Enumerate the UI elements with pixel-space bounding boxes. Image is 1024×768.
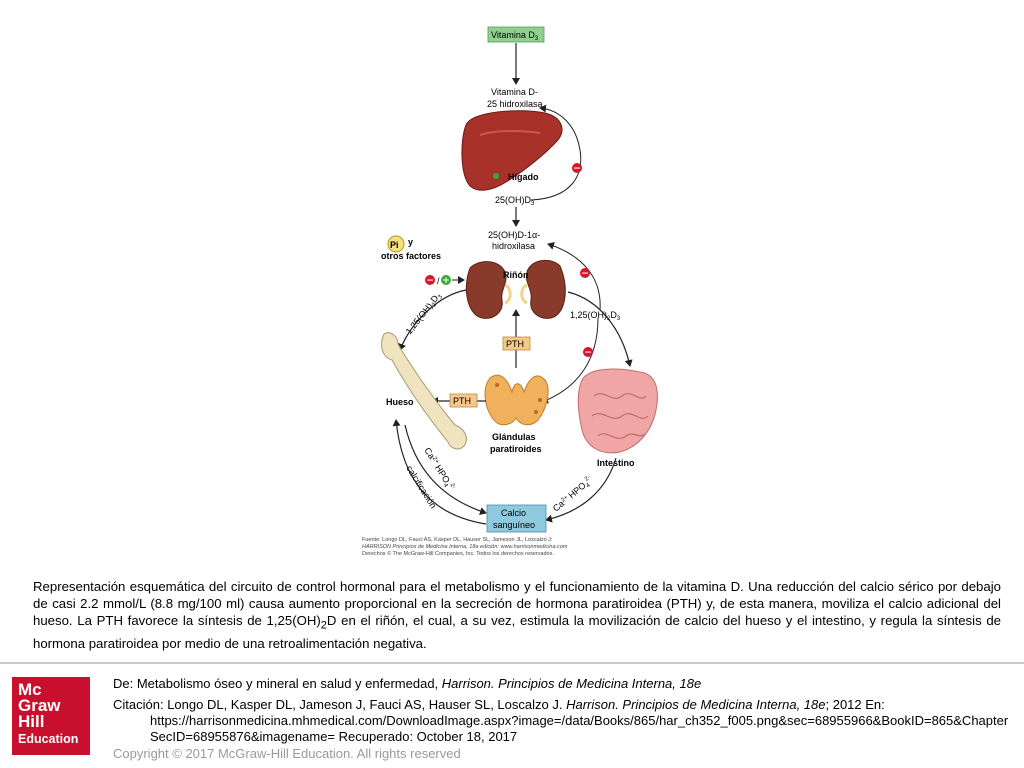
source-chapter: De: Metabolismo óseo y mineral en salud … <box>113 676 701 691</box>
citation-dot: . <box>558 697 567 712</box>
inhibit-sign-liver: − <box>572 163 582 174</box>
citation-suffix: ; 2012 En: <box>825 697 885 712</box>
hydroxylase1a-label-1: 25(OH)D-1α- <box>488 230 540 240</box>
arrow-intestine-to-calcium <box>545 457 617 523</box>
logo-line-3: Hill <box>18 712 45 731</box>
modulate-plus-symbol: + <box>442 276 450 286</box>
caption-subscript: 2 <box>320 619 327 632</box>
hydroxylase1a-label-2: hidroxilasa <box>492 241 535 251</box>
modulate-signs: − / + <box>425 275 451 286</box>
copyright-notice: Copyright © 2017 McGraw-Hill Education. … <box>113 746 461 761</box>
citation: Citación: Longo DL, Kasper DL, Jameson J… <box>113 697 1013 745</box>
bone-icon <box>381 332 467 450</box>
hpo-right-charge: 2- <box>584 475 592 483</box>
hpo-left-charge: 2- <box>449 482 457 490</box>
arrow-calcium-to-bone <box>392 419 487 525</box>
arrow-kidney-to-intestine <box>567 291 633 367</box>
modulate-slash: / <box>437 276 440 286</box>
intestine-label: Intestino <box>597 458 635 468</box>
blood-calcium-box: Calcio sanguíneo <box>486 504 547 533</box>
pth-upper-label: PTH <box>506 339 524 349</box>
svg-text:25(OH)D3: 25(OH)D3 <box>495 195 535 207</box>
dihydroxy-left-label: 1,25(OH) <box>404 301 435 336</box>
kidney-label: Riñón <box>503 270 529 280</box>
citation-prefix: Citación: Longo DL, Kasper DL, Jameson J… <box>113 697 559 712</box>
logo-line-1: Mc <box>18 680 42 699</box>
svg-text:Vitamina D3: Vitamina D3 <box>491 30 539 42</box>
figure-caption: Representación esquemática del circuito … <box>33 578 1001 652</box>
citation-book: Harrison. Principios de Medicina Interna… <box>566 697 826 712</box>
source-line-3: Derechos © The McGraw-Hill Companies, In… <box>362 550 554 557</box>
inhibit-sign-kidney: − <box>580 268 590 279</box>
caption-part-1: Representación esquemática del circuito … <box>33 579 1001 628</box>
liver-label: Hígado <box>508 172 539 182</box>
from-book: Harrison. Principios de Medicina Interna… <box>441 676 702 691</box>
intestine-icon <box>577 368 658 454</box>
parathyroid-icon <box>484 374 549 426</box>
vitamin-d3-subscript: 3 <box>535 36 539 42</box>
feedback-liver-loop <box>530 104 582 201</box>
citation-url[interactable]: https://harrisonmedicina.mhmedical.com/D… <box>150 713 1009 744</box>
pth-lower-label: PTH <box>453 396 471 406</box>
other-factors-label: otros factores <box>381 251 441 261</box>
inhibit-liver-symbol: − <box>573 164 581 174</box>
hpo-left-sub: 4 <box>442 483 449 490</box>
arrow-kidney-to-bone <box>398 289 467 351</box>
dihydroxy-left-sub3: 3 <box>437 294 444 301</box>
footer-divider <box>0 662 1024 664</box>
ca-left-charge: 2+ <box>431 456 440 465</box>
parathyroid-label-1: Glándulas <box>492 432 536 442</box>
liver-icon <box>461 110 563 191</box>
pi-badge: Pi <box>387 235 405 253</box>
dihydroxy-right-label: 1,25(OH) <box>570 310 607 320</box>
pi-label: Pi <box>390 240 399 250</box>
feedback-parathyroid-loop <box>541 317 599 404</box>
source-line-2: HARRISON Principios de Medicina Interna,… <box>362 544 568 550</box>
oh-d3-subscript: 3 <box>531 201 535 207</box>
arrow-bone-to-calcium <box>404 424 487 515</box>
dihydroxy-right-sub2: 2 <box>607 316 611 322</box>
dihydroxy-right-d: D <box>610 310 617 320</box>
modulate-minus-symbol: − <box>426 276 434 286</box>
vitamin-d3-box: Vitamina D3 <box>487 26 545 43</box>
svg-text:Ca2+HPO42-: Ca2+HPO42- <box>551 475 596 515</box>
svg-text:1,25(OH)2D3: 1,25(OH)2D3 <box>570 310 621 322</box>
calcification-label: calcificación <box>404 464 438 510</box>
hpo-right-label: HPO <box>566 480 587 500</box>
hydroxylase25-label-2: 25 hidroxilasa <box>487 99 543 109</box>
pi-y-label: y <box>408 237 413 247</box>
inhibit-parathyroid-symbol: − <box>584 348 592 358</box>
vitamin-d-diagram: Vitamina D3 Vitamina D- 25 hidroxilasa H… <box>362 26 658 557</box>
mcgraw-hill-logo: Mc Graw Hill Education <box>12 677 90 755</box>
bone-label: Hueso <box>386 397 414 407</box>
logo-line-2: Graw <box>18 696 61 715</box>
pth-box-upper: PTH <box>502 336 531 351</box>
blood-calcium-label-1: Calcio <box>501 508 526 518</box>
ca-right-charge: 2+ <box>560 495 569 504</box>
dihydroxy-left-d: D <box>429 293 441 305</box>
hpo-right-sub: 4 <box>585 482 592 489</box>
source-line-1: Fuente: Longo DL, Fauci AS, Kasper DL, H… <box>362 537 553 543</box>
logo-line-4: Education <box>18 732 79 746</box>
vitamin-d3-label: Vitamina D <box>491 30 535 40</box>
blood-calcium-label-2: sanguíneo <box>493 520 535 530</box>
dihydroxy-right-sub3: 3 <box>617 316 621 322</box>
hydroxylase25-label-1: Vitamina D- <box>491 87 538 97</box>
from-prefix: De: Metabolismo óseo y mineral en salud … <box>113 676 442 691</box>
hpo-left-label: HPO <box>433 463 452 485</box>
dihydroxy-left-sub2: 2 <box>431 301 438 308</box>
oh-d3-label: 25(OH)D <box>495 195 532 205</box>
kidney-icon <box>466 259 566 319</box>
inhibit-kidney-symbol: − <box>581 269 589 279</box>
svg-text:1,25(OH)2D3: 1,25(OH)2D3 <box>404 290 445 337</box>
pth-box-lower: PTH <box>449 393 478 408</box>
inhibit-sign-parathyroid: − <box>583 347 593 358</box>
caption-part-2: D en el riñón, el cual, a su vez, estimu… <box>33 613 1001 651</box>
parathyroid-label-2: paratiroides <box>490 444 542 454</box>
